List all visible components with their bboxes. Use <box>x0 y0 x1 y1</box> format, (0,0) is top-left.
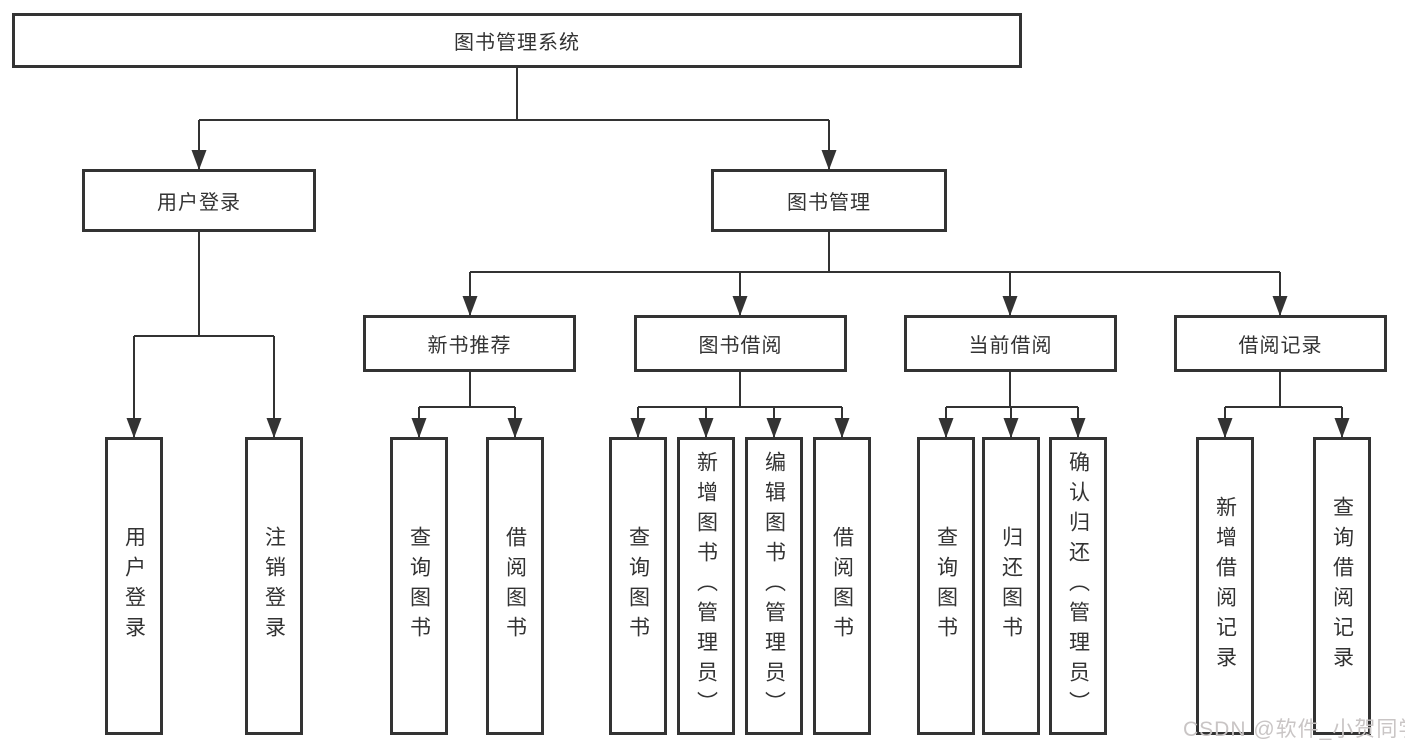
node-user-login-label: 用户登录 <box>157 192 241 214</box>
node-leaf-borrow-books: 借阅图书 <box>813 437 871 735</box>
node-leaf-query-books-recommend-label: 查询图书 <box>407 526 431 646</box>
node-leaf-return-book: 归还图书 <box>982 437 1040 735</box>
node-book-management: 图书管理 <box>711 169 947 232</box>
node-library-management-system-label: 图书管理系统 <box>454 32 580 54</box>
node-current-borrowing-label: 当前借阅 <box>968 335 1053 357</box>
node-new-book-recommendation: 新书推荐 <box>363 315 576 372</box>
node-book-borrowing-label: 图书借阅 <box>698 335 783 357</box>
node-leaf-borrow-books-label: 借阅图书 <box>830 526 854 646</box>
node-leaf-logout: 注销登录 <box>245 437 303 735</box>
node-borrowing-records: 借阅记录 <box>1174 315 1387 372</box>
node-leaf-return-book-label: 归还图书 <box>999 526 1023 646</box>
node-leaf-query-books-recommend: 查询图书 <box>390 437 448 735</box>
node-leaf-add-book-admin-label: 新增图书（管理员） <box>694 451 718 721</box>
node-leaf-edit-book-admin: 编辑图书（管理员） <box>745 437 803 735</box>
node-leaf-user-login: 用户登录 <box>105 437 163 735</box>
node-leaf-confirm-return-admin: 确认归还（管理员） <box>1049 437 1107 735</box>
node-user-login: 用户登录 <box>82 169 316 232</box>
node-book-borrowing: 图书借阅 <box>634 315 847 372</box>
node-leaf-edit-book-admin-label: 编辑图书（管理员） <box>762 451 786 721</box>
node-leaf-add-book-admin: 新增图书（管理员） <box>677 437 735 735</box>
node-book-management-label: 图书管理 <box>787 192 871 214</box>
node-leaf-query-books-current-label: 查询图书 <box>934 526 958 646</box>
node-leaf-query-borrow-record: 查询借阅记录 <box>1313 437 1371 735</box>
node-current-borrowing: 当前借阅 <box>904 315 1117 372</box>
node-leaf-confirm-return-admin-label: 确认归还（管理员） <box>1066 451 1090 721</box>
node-leaf-logout-label: 注销登录 <box>262 526 286 646</box>
node-leaf-query-books-borrowing-label: 查询图书 <box>626 526 650 646</box>
node-leaf-add-borrow-record-label: 新增借阅记录 <box>1213 496 1237 676</box>
node-leaf-add-borrow-record: 新增借阅记录 <box>1196 437 1254 735</box>
node-borrowing-records-label: 借阅记录 <box>1238 335 1323 357</box>
node-leaf-user-login-label: 用户登录 <box>122 526 146 646</box>
node-leaf-borrow-books-recommend-label: 借阅图书 <box>503 526 527 646</box>
node-library-management-system: 图书管理系统 <box>12 13 1022 68</box>
node-leaf-borrow-books-recommend: 借阅图书 <box>486 437 544 735</box>
csdn-watermark: CSDN @软件_小贺同学 <box>1183 718 1405 741</box>
node-leaf-query-borrow-record-label: 查询借阅记录 <box>1330 496 1354 676</box>
node-new-book-recommendation-label: 新书推荐 <box>427 335 512 357</box>
node-leaf-query-books-borrowing: 查询图书 <box>609 437 667 735</box>
node-leaf-query-books-current: 查询图书 <box>917 437 975 735</box>
